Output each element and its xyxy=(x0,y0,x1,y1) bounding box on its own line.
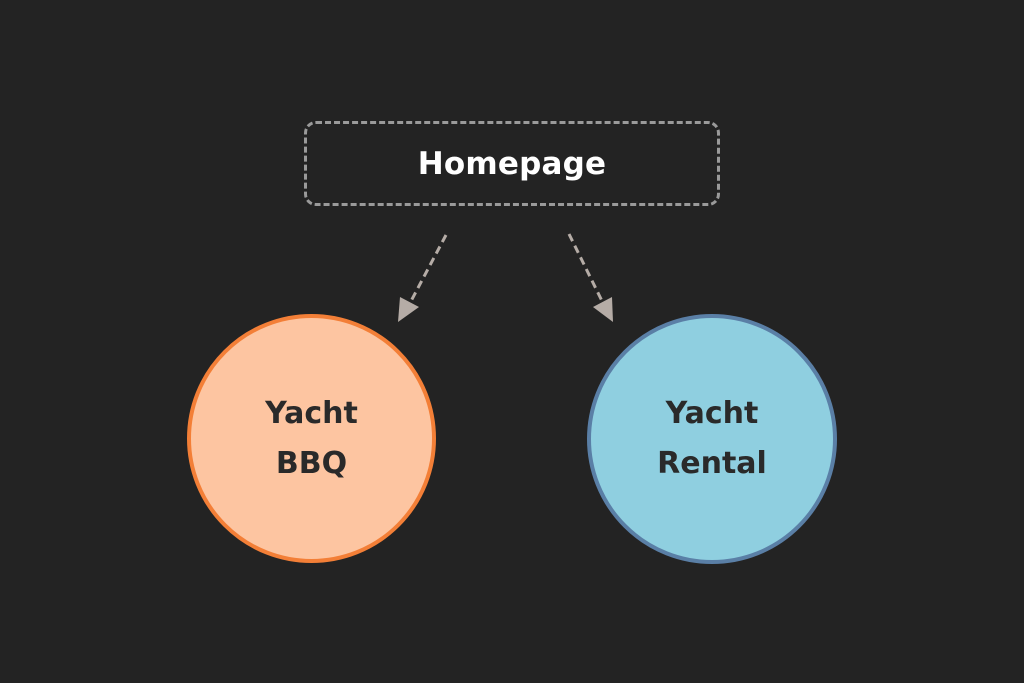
yacht-rental-label: Yacht Rental xyxy=(657,389,767,489)
yacht-bbq-label-line2: BBQ xyxy=(275,445,348,481)
arrowhead-rental-icon xyxy=(593,297,613,322)
yacht-bbq-label: Yacht BBQ xyxy=(265,389,358,489)
arrow-to-yacht-bbq xyxy=(398,234,448,322)
homepage-label: Homepage xyxy=(417,145,607,182)
yacht-bbq-label-line1: Yacht xyxy=(265,395,358,431)
arrowhead-bbq-icon xyxy=(398,297,419,322)
yacht-rental-label-line2: Rental xyxy=(657,446,767,481)
arrow-to-yacht-rental xyxy=(567,233,613,322)
homepage-node[interactable]: Homepage xyxy=(304,121,720,206)
yacht-rental-label-line1: Yacht xyxy=(665,396,759,431)
yacht-bbq-node[interactable]: Yacht BBQ xyxy=(187,314,436,563)
yacht-rental-node[interactable]: Yacht Rental xyxy=(587,314,837,564)
